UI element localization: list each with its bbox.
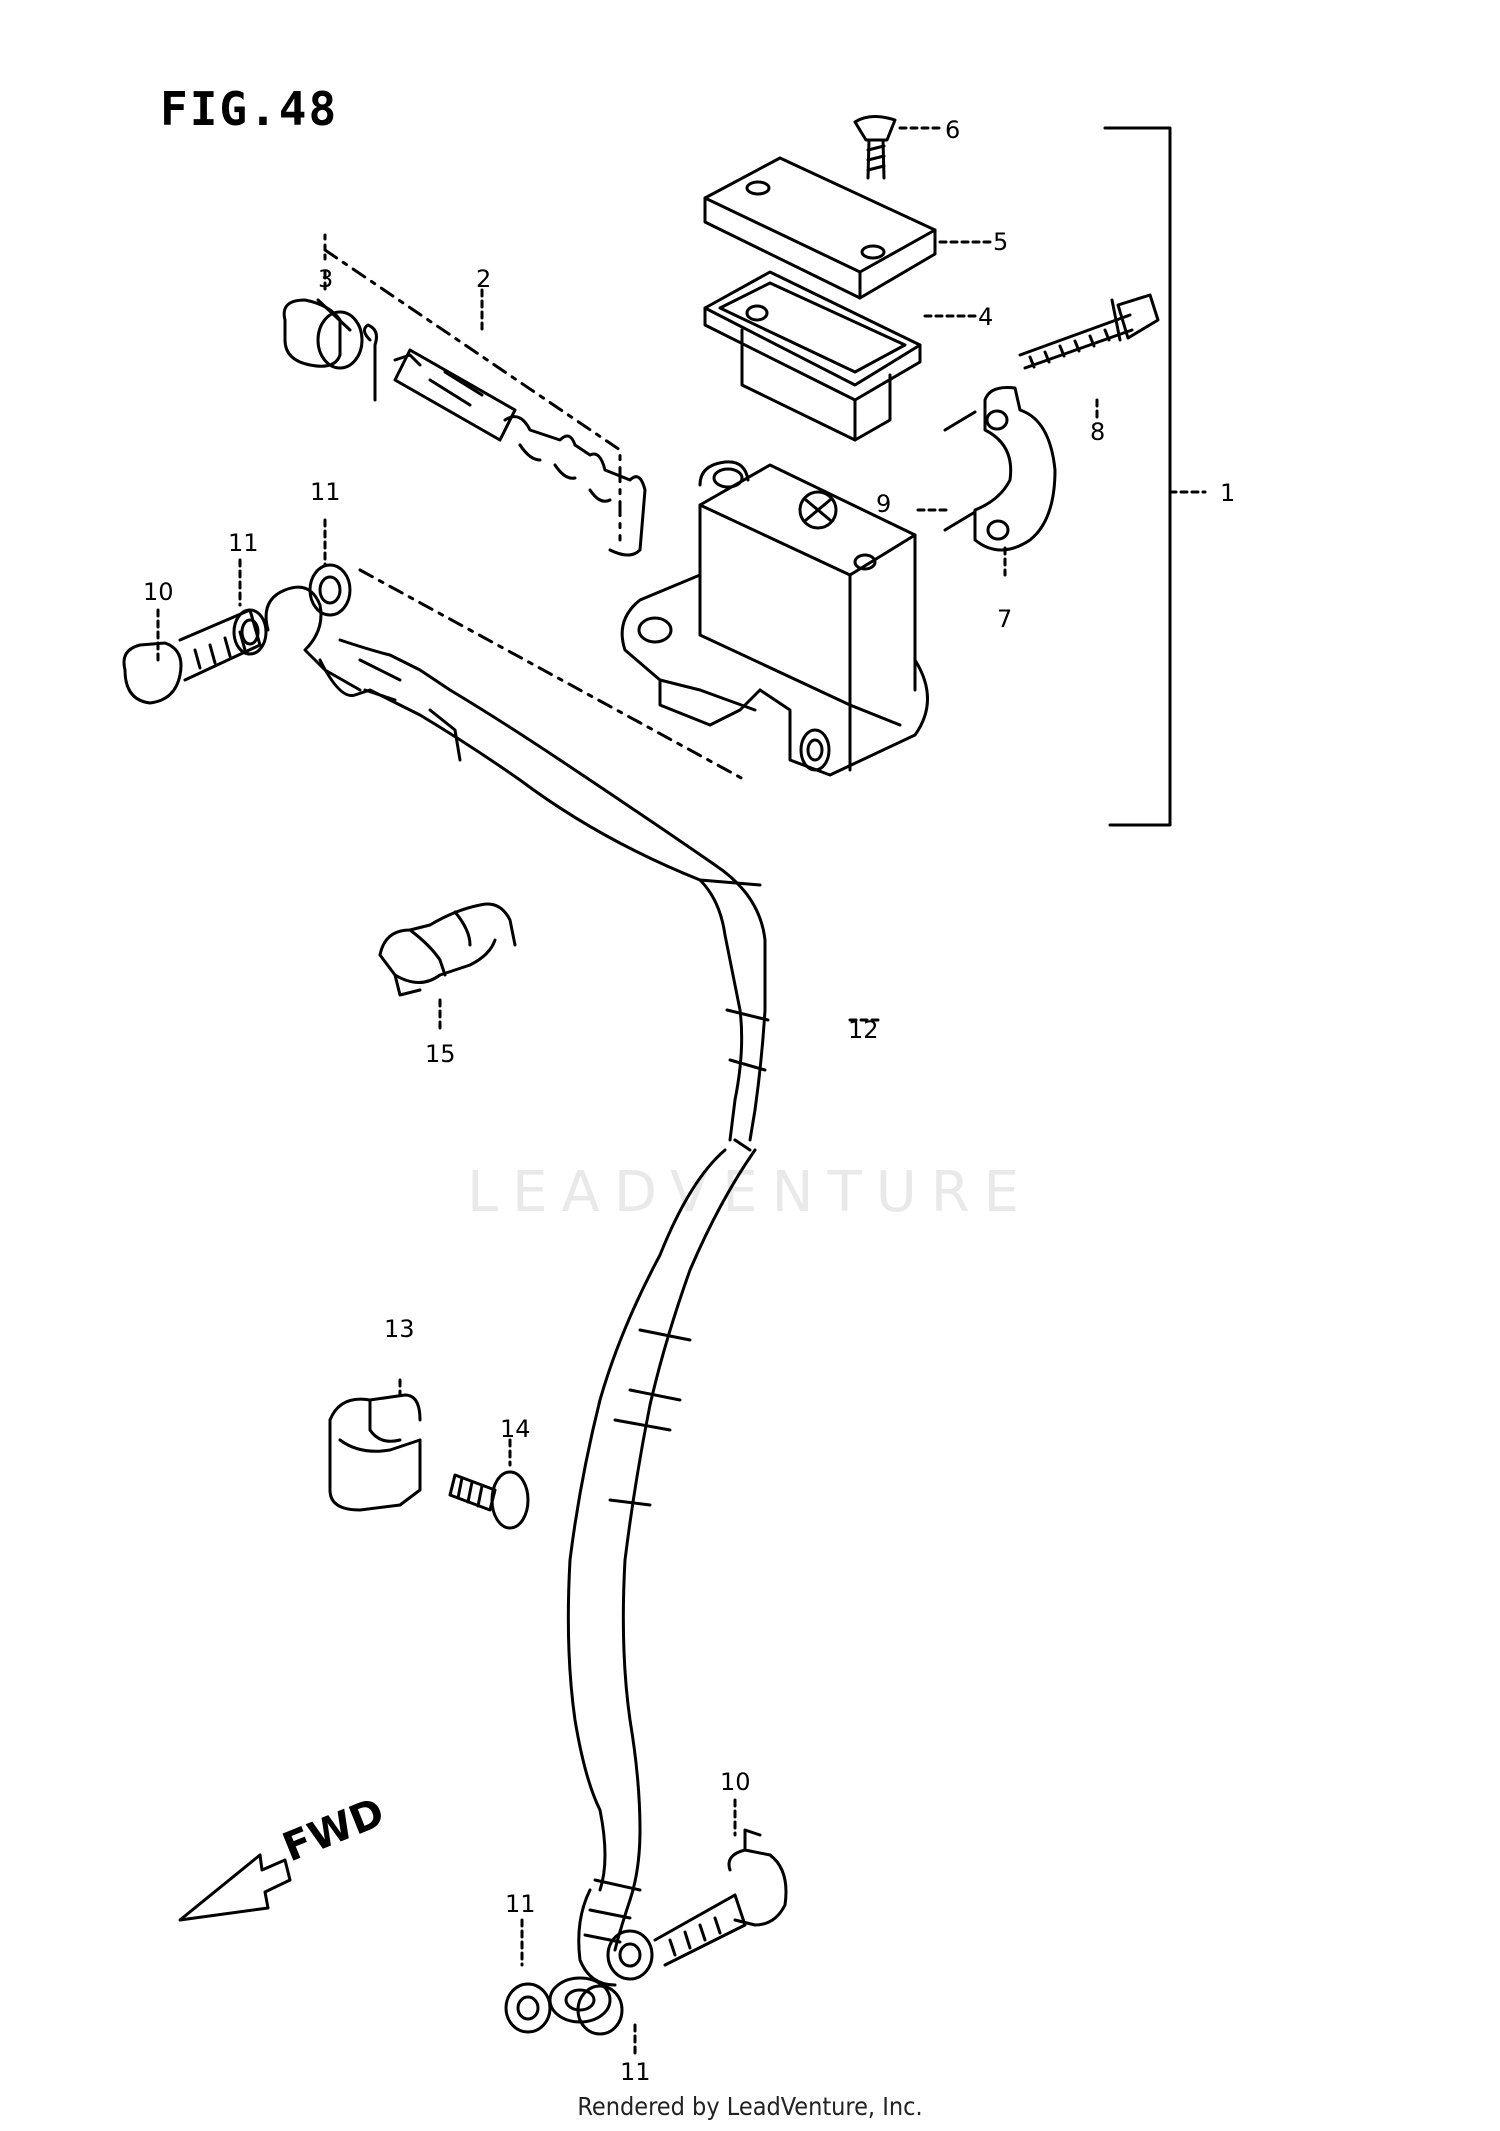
bolt-part-14 — [448, 1438, 530, 1530]
callout-7: 7 — [997, 605, 1012, 633]
banjo-top-assembly — [122, 518, 747, 782]
callout-8: 8 — [1090, 418, 1105, 446]
hose-clamp-part-15 — [378, 902, 517, 1032]
callout-10-bottom: 10 — [720, 1768, 751, 1796]
hose-holder-part-13 — [328, 1378, 422, 1512]
footer-credit: Rendered by LeadVenture, Inc. — [577, 2092, 923, 2121]
banjo-bottom-assembly — [504, 1798, 788, 2057]
watermark: LEADVENTURE — [466, 1160, 1034, 1225]
master-cylinder-body — [620, 460, 952, 777]
callout-11-bottom-left: 11 — [505, 1890, 536, 1918]
assembly-bracket — [1103, 126, 1207, 827]
callout-13: 13 — [384, 1315, 415, 1343]
callout-6: 6 — [945, 116, 960, 144]
fwd-label: FWD — [277, 1789, 391, 1871]
brake-hose-part-12 — [318, 638, 882, 1987]
callout-9: 9 — [876, 490, 891, 518]
callout-1: 1 — [1220, 479, 1235, 507]
callout-5: 5 — [993, 228, 1008, 256]
callout-2: 2 — [476, 265, 491, 293]
callout-15: 15 — [425, 1040, 456, 1068]
callout-11-bottom-right: 11 — [620, 2058, 651, 2086]
callout-14: 14 — [500, 1415, 531, 1443]
figure-title: FIG.48 — [160, 82, 339, 136]
callout-10-top: 10 — [143, 578, 174, 606]
callout-12: 12 — [848, 1016, 879, 1044]
callout-11-top-right: 11 — [310, 478, 341, 506]
clamp-part-7 — [943, 386, 1057, 577]
forward-arrow-icon — [178, 1853, 292, 1922]
callout-4: 4 — [978, 303, 993, 331]
callout-labels: 1 2 3 4 5 6 7 8 9 10 11 11 11 12 13 14 1… — [143, 116, 1235, 2086]
callout-11-top: 11 — [228, 529, 259, 557]
screw-part-6 — [853, 115, 942, 180]
piston-kit-part-2 — [282, 233, 647, 557]
diaphragm-part-4 — [703, 270, 977, 442]
bolt-part-8 — [1018, 293, 1160, 422]
callout-3: 3 — [318, 265, 333, 293]
reservoir-cap-part-5 — [703, 156, 992, 300]
